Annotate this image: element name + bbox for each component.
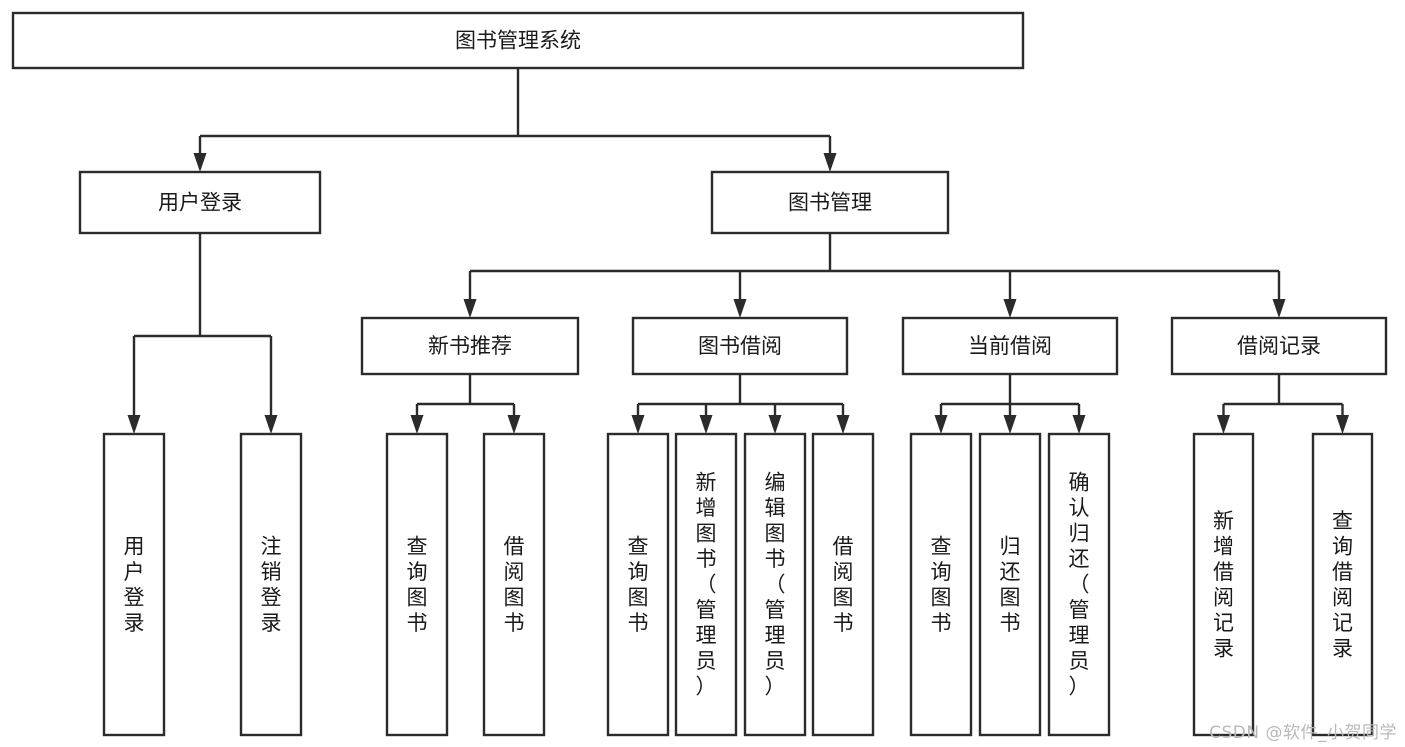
arrow-head-icon — [823, 153, 837, 172]
node-leaf-user-login[interactable]: 用户登录 — [102, 432, 166, 737]
node-leaf-user-logout[interactable]: 注销登录 — [239, 432, 303, 737]
arrow-head-icon — [1272, 299, 1286, 318]
node-box-leaf-user-login[interactable] — [102, 432, 166, 737]
arrow-head-icon — [127, 415, 141, 434]
node-leaf-edit-book[interactable]: 编辑图书（管理员） — [743, 432, 807, 737]
node-leaf-borrow-book-1[interactable]: 借阅图书 — [482, 432, 546, 737]
node-borrow-record[interactable]: 借阅记录 — [1170, 316, 1388, 376]
connector-group-user-login — [127, 233, 278, 434]
node-box-leaf-borrow-book-2[interactable] — [811, 432, 875, 737]
node-label-leaf-query-book-3: 查询图书 — [931, 534, 952, 635]
arrow-head-icon — [1217, 415, 1230, 434]
node-box-leaf-borrow-book-1[interactable] — [482, 432, 546, 737]
node-box-borrow-record[interactable] — [1170, 316, 1388, 376]
connector-group-root — [193, 68, 837, 172]
connector-group-book-manage — [463, 233, 1286, 318]
arrow-head-icon — [193, 153, 207, 172]
node-box-book-manage[interactable] — [710, 170, 950, 235]
node-label-leaf-query-book-1: 查询图书 — [407, 534, 428, 635]
node-box-root[interactable] — [11, 11, 1025, 70]
node-label-leaf-borrow-book-1: 借阅图书 — [504, 534, 525, 635]
node-new-book-rec[interactable]: 新书推荐 — [360, 316, 580, 376]
node-box-user-login[interactable] — [78, 170, 322, 235]
node-current-borrow[interactable]: 当前借阅 — [901, 316, 1119, 376]
node-box-leaf-query-record[interactable] — [1311, 432, 1374, 737]
node-label-leaf-edit-book: 编辑图书（管理员） — [765, 471, 786, 699]
node-label-leaf-query-record: 查询借阅记录 — [1332, 509, 1353, 661]
node-box-book-borrow[interactable] — [631, 316, 849, 376]
arrow-head-icon — [699, 415, 713, 434]
node-label-book-borrow: 图书借阅 — [698, 334, 782, 358]
node-label-leaf-add-record: 新增借阅记录 — [1213, 509, 1234, 661]
arrow-head-icon — [1003, 299, 1017, 318]
node-label-book-manage: 图书管理 — [788, 191, 872, 215]
node-leaf-add-record[interactable]: 新增借阅记录 — [1192, 432, 1255, 737]
connector-group-borrow-record — [1217, 374, 1349, 434]
node-label-user-login: 用户登录 — [158, 191, 242, 215]
node-leaf-query-book-3[interactable]: 查询图书 — [909, 432, 973, 737]
arrow-head-icon — [1003, 415, 1017, 434]
node-box-leaf-confirm-return[interactable] — [1047, 432, 1111, 737]
node-label-leaf-return-book: 归还图书 — [1000, 534, 1021, 635]
node-label-leaf-user-login: 用户登录 — [124, 534, 145, 635]
arrow-head-icon — [1072, 415, 1086, 434]
node-label-root: 图书管理系统 — [455, 29, 581, 53]
node-box-leaf-user-logout[interactable] — [239, 432, 303, 737]
node-leaf-borrow-book-2[interactable]: 借阅图书 — [811, 432, 875, 737]
node-label-leaf-query-book-2: 查询图书 — [628, 534, 649, 635]
node-box-new-book-rec[interactable] — [360, 316, 580, 376]
arrow-head-icon — [934, 415, 948, 434]
node-root[interactable]: 图书管理系统 — [11, 11, 1025, 70]
arrow-head-icon — [507, 415, 521, 434]
node-label-current-borrow: 当前借阅 — [968, 334, 1052, 358]
node-box-leaf-query-book-2[interactable] — [606, 432, 670, 737]
node-label-new-book-rec: 新书推荐 — [428, 334, 512, 358]
node-book-manage[interactable]: 图书管理 — [710, 170, 950, 235]
arrow-head-icon — [264, 415, 278, 434]
node-box-leaf-edit-book[interactable] — [743, 432, 807, 737]
connector-group-book-borrow — [631, 374, 850, 434]
node-label-borrow-record: 借阅记录 — [1237, 334, 1321, 358]
arrow-head-icon — [836, 415, 850, 434]
arrow-head-icon — [631, 415, 645, 434]
arrow-head-icon — [463, 299, 477, 318]
node-box-leaf-query-book-1[interactable] — [385, 432, 449, 737]
node-label-leaf-add-book: 新增图书（管理员） — [696, 471, 717, 699]
node-label-leaf-borrow-book-2: 借阅图书 — [833, 534, 854, 635]
node-leaf-query-book-2[interactable]: 查询图书 — [606, 432, 670, 737]
node-label-leaf-user-logout: 注销登录 — [261, 534, 282, 635]
node-box-current-borrow[interactable] — [901, 316, 1119, 376]
connector-group-current-borrow — [934, 374, 1086, 434]
node-book-borrow[interactable]: 图书借阅 — [631, 316, 849, 376]
arrow-head-icon — [1336, 415, 1349, 434]
node-leaf-query-book-1[interactable]: 查询图书 — [385, 432, 449, 737]
node-box-leaf-add-record[interactable] — [1192, 432, 1255, 737]
node-box-leaf-return-book[interactable] — [978, 432, 1042, 737]
arrow-head-icon — [410, 415, 424, 434]
watermark-label: CSDN @软件_小贺同学 — [1209, 723, 1397, 743]
node-box-leaf-add-book[interactable] — [674, 432, 738, 737]
node-leaf-add-book[interactable]: 新增图书（管理员） — [674, 432, 738, 737]
node-leaf-query-record[interactable]: 查询借阅记录 — [1311, 432, 1374, 737]
arrow-head-icon — [733, 299, 747, 318]
connector-layer — [127, 68, 1349, 434]
node-leaf-confirm-return[interactable]: 确认归还（管理员） — [1047, 432, 1111, 737]
connector-group-new-book-rec — [410, 374, 521, 434]
node-label-leaf-confirm-return: 确认归还（管理员） — [1069, 471, 1090, 699]
node-box-leaf-query-book-3[interactable] — [909, 432, 973, 737]
arrow-head-icon — [768, 415, 782, 434]
node-user-login[interactable]: 用户登录 — [78, 170, 322, 235]
node-layer: 图书管理系统用户登录图书管理新书推荐图书借阅当前借阅借阅记录用户登录注销登录查询… — [11, 11, 1388, 737]
node-leaf-return-book[interactable]: 归还图书 — [978, 432, 1042, 737]
